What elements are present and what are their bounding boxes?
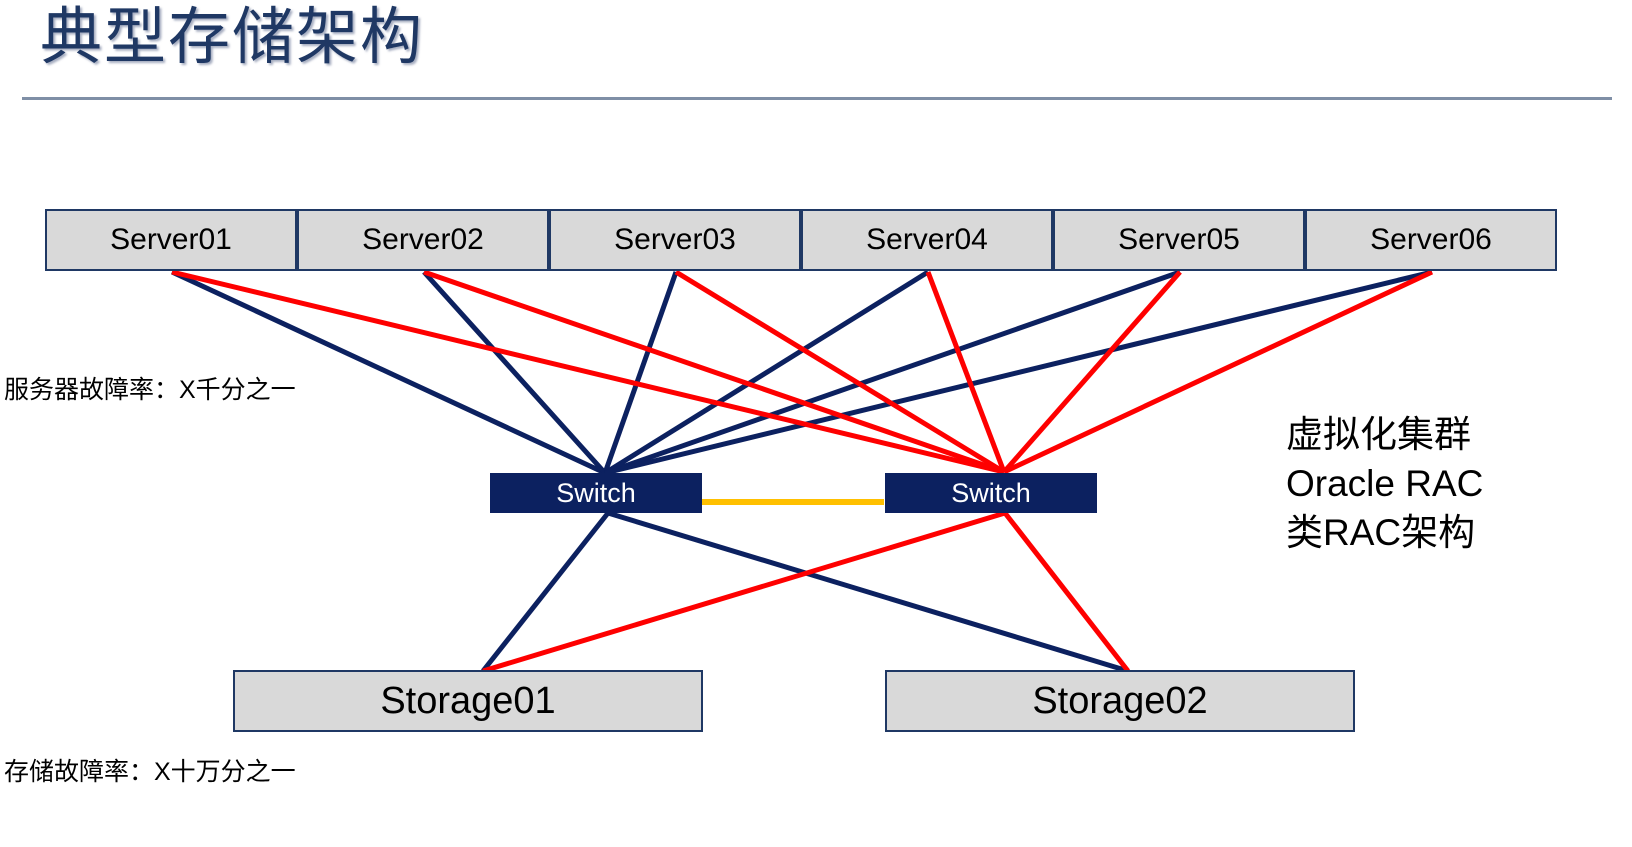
node-server02-label: Server02 xyxy=(362,223,484,256)
link-server03-switch01 xyxy=(602,271,679,474)
node-server05[interactable]: Server05 xyxy=(1053,209,1305,271)
node-server04[interactable]: Server04 xyxy=(801,209,1053,271)
cluster-note-line2: Oracle RAC xyxy=(1286,463,1484,505)
node-server05-label: Server05 xyxy=(1118,223,1240,256)
node-storage02-label: Storage02 xyxy=(1032,679,1208,722)
link-server05-switch02 xyxy=(1002,270,1182,474)
cluster-note-line3: 类RAC架构 xyxy=(1286,512,1476,554)
title-divider xyxy=(22,97,1612,100)
link-server05-switch01 xyxy=(604,269,1181,476)
node-server02[interactable]: Server02 xyxy=(297,209,549,271)
node-storage01-label: Storage01 xyxy=(380,679,556,722)
link-switch01-storage01 xyxy=(481,511,610,673)
node-switch02[interactable]: Switch xyxy=(885,473,1097,513)
cluster-note-line1: 虚拟化集群 xyxy=(1286,414,1471,455)
cluster-note: 虚拟化集群 Oracle RAC 类RAC架构 xyxy=(1286,410,1483,558)
link-server02-switch01 xyxy=(422,270,607,475)
link-server02-switch02 xyxy=(423,269,1005,475)
server-to-switch02-links xyxy=(171,269,1434,475)
node-server01-label: Server01 xyxy=(110,223,232,256)
link-server01-switch02 xyxy=(171,269,1005,475)
switch01-to-storage-links xyxy=(481,510,1129,674)
link-switch02-storage02 xyxy=(1003,511,1130,673)
storage-failure-rate-note: 存储故障率：X十万分之一 xyxy=(4,758,296,786)
server-to-switch01-links xyxy=(170,269,1433,476)
link-server03-switch02 xyxy=(674,269,1006,475)
link-server06-switch02 xyxy=(1002,269,1434,475)
link-server06-switch01 xyxy=(604,269,1433,476)
node-server03-label: Server03 xyxy=(614,223,736,256)
switch02-to-storage-links xyxy=(482,510,1130,674)
node-storage01[interactable]: Storage01 xyxy=(233,670,703,732)
node-switch01[interactable]: Switch xyxy=(490,473,702,513)
node-switch01-label: Switch xyxy=(556,477,636,508)
node-server04-label: Server04 xyxy=(866,223,988,256)
node-server01[interactable]: Server01 xyxy=(45,209,297,271)
node-server06-label: Server06 xyxy=(1370,223,1492,256)
node-storage02[interactable]: Storage02 xyxy=(885,670,1355,732)
node-switch02-label: Switch xyxy=(951,477,1031,508)
server-failure-rate-note: 服务器故障率：X千分之一 xyxy=(4,376,296,404)
link-server01-switch01 xyxy=(170,269,607,476)
link-switch02-storage01 xyxy=(482,510,1006,674)
link-server04-switch02 xyxy=(925,271,1007,473)
page-title: 典型存储架构 xyxy=(40,3,425,72)
node-server06[interactable]: Server06 xyxy=(1305,209,1557,271)
link-switch01-storage02 xyxy=(607,510,1129,674)
node-server03[interactable]: Server03 xyxy=(549,209,801,271)
link-server04-switch01 xyxy=(603,269,930,476)
